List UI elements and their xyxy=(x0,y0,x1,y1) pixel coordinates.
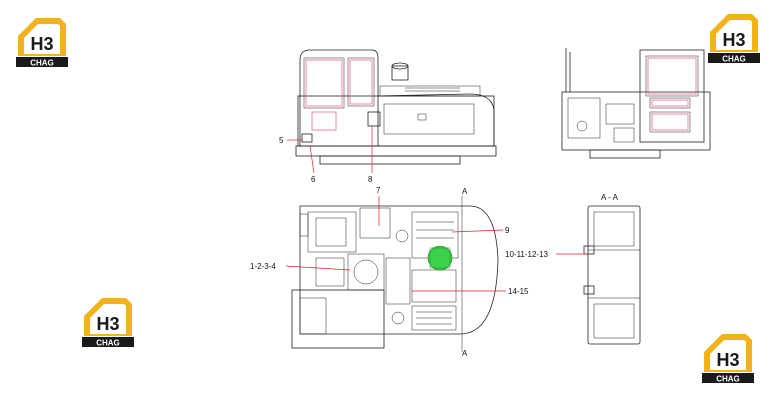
brand-logo-top-right: H3 CHAG xyxy=(706,12,762,64)
plan-view: A A xyxy=(291,187,499,358)
callout-6-label: 6 xyxy=(311,175,316,184)
side-view xyxy=(295,49,497,165)
logo-sub-text: CHAG xyxy=(716,375,740,384)
callout-5: 5 xyxy=(279,136,302,145)
section-a-a-view: A - A xyxy=(583,193,641,345)
callout-10-11-12-13: 10-11-12-13 xyxy=(505,250,588,259)
callout-5-label: 5 xyxy=(279,136,284,145)
logo-sub-text: CHAG xyxy=(722,55,746,64)
logo-sub-text: CHAG xyxy=(30,59,54,68)
brand-logo-top-left: H3 CHAG xyxy=(14,16,70,68)
logo-brand-text: H3 xyxy=(722,30,745,50)
logo-brand-text: H3 xyxy=(30,34,53,54)
callout-1-2-3-4-label: 1-2-3-4 xyxy=(250,262,276,271)
callout-9: 9 xyxy=(451,226,510,235)
callout-6: 6 xyxy=(309,145,316,184)
callout-14-15: 14-15 xyxy=(412,287,529,296)
callout-7-label: 7 xyxy=(376,186,381,195)
callout-8-label: 8 xyxy=(368,175,373,184)
section-mark-a-top: A xyxy=(462,187,468,196)
brand-logo-bottom-right: H3 CHAG xyxy=(700,332,756,384)
callout-10-11-12-13-label: 10-11-12-13 xyxy=(505,250,549,259)
logo-brand-text: H3 xyxy=(96,314,119,334)
callout-7: 7 xyxy=(376,186,381,226)
callout-1-2-3-4: 1-2-3-4 xyxy=(250,262,351,271)
brand-logo-mid-left: H3 CHAG xyxy=(80,296,136,348)
section-a-a-title: A - A xyxy=(601,193,619,202)
callout-9-label: 9 xyxy=(505,226,510,235)
logo-sub-text: CHAG xyxy=(96,339,120,348)
rear-view xyxy=(561,48,711,159)
callout-8: 8 xyxy=(368,126,373,184)
logo-brand-text: H3 xyxy=(716,350,739,370)
section-mark-a-bottom: A xyxy=(462,349,468,358)
callout-14-15-label: 14-15 xyxy=(508,287,529,296)
